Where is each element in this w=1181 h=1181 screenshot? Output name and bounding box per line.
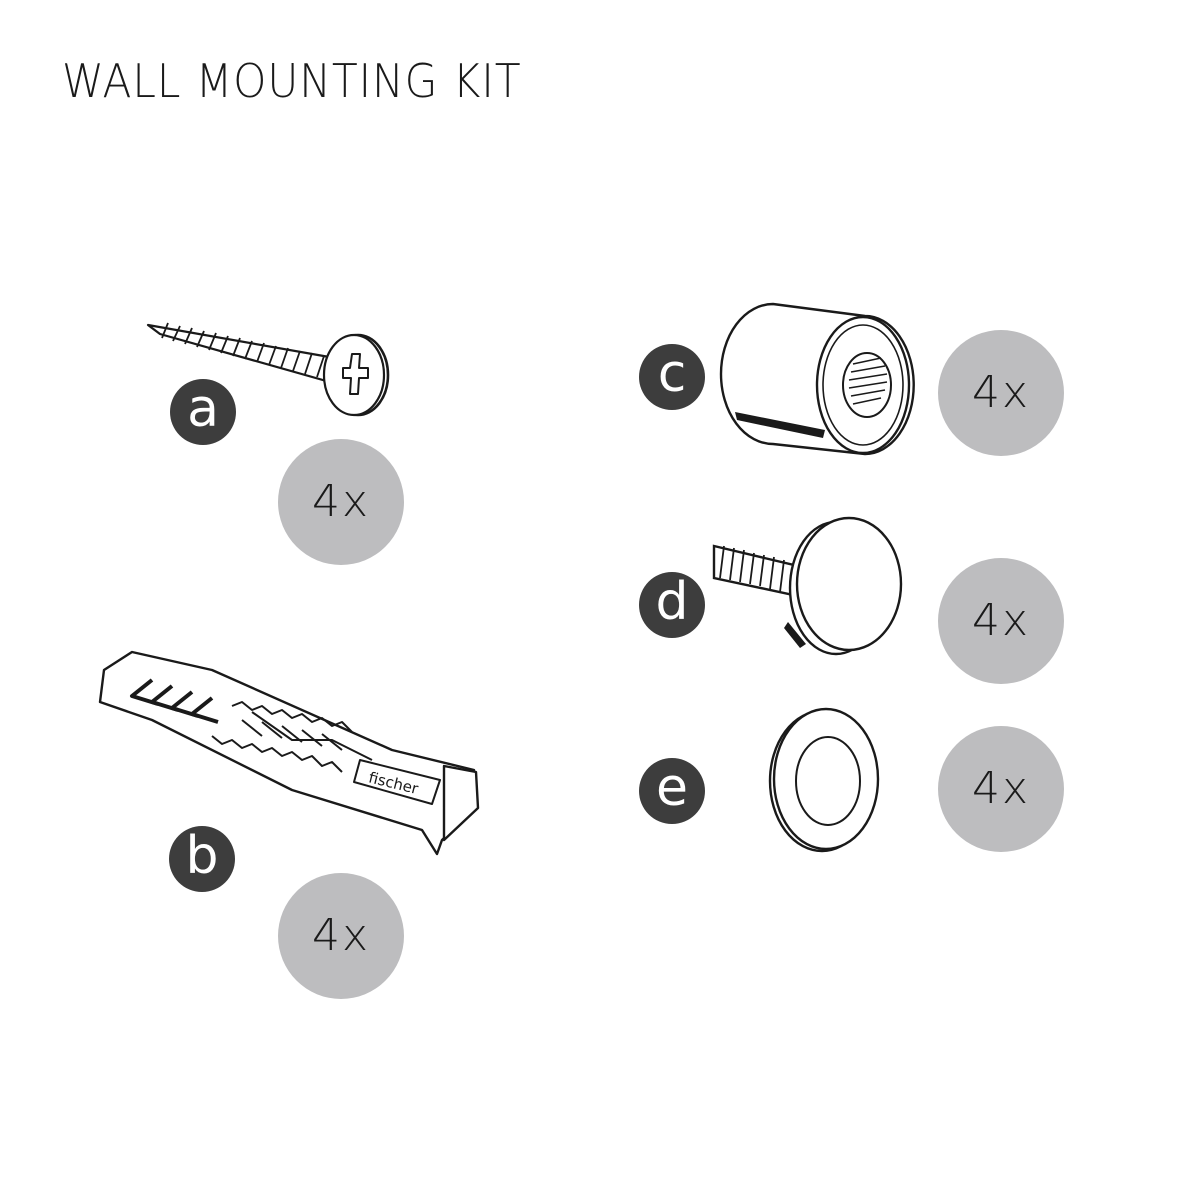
part-d-quantity: 4x — [938, 558, 1064, 684]
part-c-quantity: 4x — [938, 330, 1064, 456]
page-title: WALL MOUNTING KIT — [62, 54, 522, 108]
washer-icon — [768, 707, 880, 853]
part-a-label: a — [170, 379, 236, 445]
part-e-label: e — [639, 758, 705, 824]
part-e-quantity: 4x — [938, 726, 1064, 852]
part-b-label: b — [169, 826, 235, 892]
part-a-quantity: 4x — [278, 439, 404, 565]
part-c-label: c — [639, 344, 705, 410]
wood-screw-icon — [146, 322, 390, 417]
standoff-barrel-icon — [719, 302, 915, 456]
standoff-cap-screw-icon — [712, 516, 903, 656]
part-b-quantity: 4x — [278, 873, 404, 999]
wall-plug-icon: fischer — [98, 650, 480, 856]
part-d-label: d — [639, 572, 705, 638]
